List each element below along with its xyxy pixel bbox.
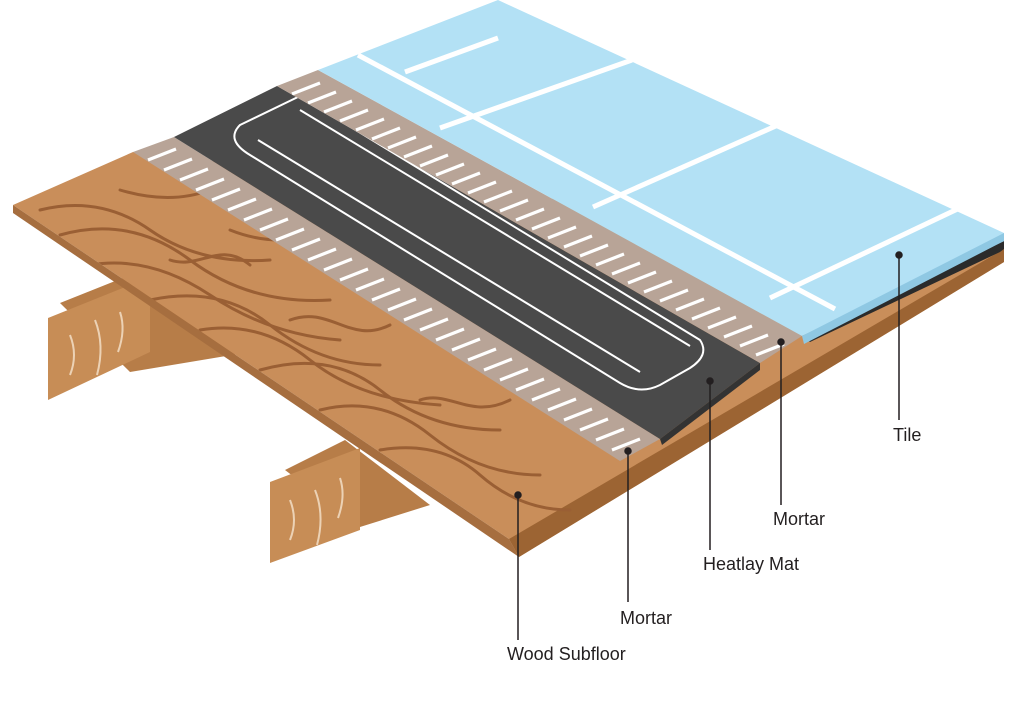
- callout-leaders: [514, 251, 903, 640]
- mortar-layer-top: [277, 70, 802, 363]
- tile-label: Tile: [893, 425, 922, 445]
- mortar-bottom-label: Mortar: [620, 608, 673, 628]
- mortar-top-callout-dot: [777, 338, 785, 346]
- floor-joist-left: [48, 260, 250, 400]
- heatlay-mat-label: Heatlay Mat: [703, 554, 800, 574]
- floor-joist-right: [270, 440, 430, 563]
- tile-layer: [318, 0, 1004, 344]
- mortar-top-label: Mortar: [773, 509, 826, 529]
- mortar-bottom-callout-dot: [624, 447, 632, 455]
- wood-subfloor-label: Wood Subfloor: [507, 644, 626, 664]
- mortar-layer-bottom: [133, 137, 660, 461]
- subfloor-callout-dot: [514, 491, 522, 499]
- heatlay-callout-dot: [706, 377, 714, 385]
- tile-callout-dot: [895, 251, 903, 259]
